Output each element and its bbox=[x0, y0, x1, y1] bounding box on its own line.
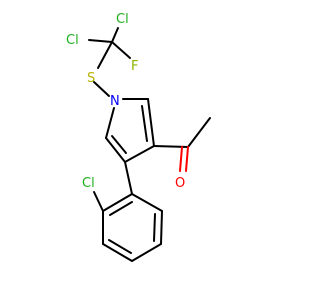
bond-aryl-1 bbox=[131, 193, 163, 212]
structure-canvas: Cl Cl F S N O Cl bbox=[66, 12, 211, 262]
bond-aryl-6-inner bbox=[109, 201, 133, 216]
bond-c5-n bbox=[105, 107, 115, 139]
bond-aryl-6 bbox=[102, 193, 133, 212]
molecule-diagram: Cl Cl F S N O Cl bbox=[66, 12, 211, 262]
bond-c-o bbox=[185, 146, 189, 172]
bond-s-n bbox=[93, 81, 110, 97]
bond-c4-aryl bbox=[124, 161, 133, 195]
atom-s: S bbox=[87, 71, 95, 86]
bond-c-f bbox=[111, 41, 131, 59]
bond-c-cl-top bbox=[111, 27, 119, 43]
bond-c4-c5 bbox=[105, 137, 126, 163]
bond-c2-c3 bbox=[147, 98, 155, 147]
bond-c-s bbox=[97, 41, 113, 69]
bond-c-cl-left bbox=[88, 39, 113, 43]
atom-cl-left: Cl bbox=[66, 33, 79, 48]
bond-c-o-inner bbox=[179, 146, 183, 172]
bonds bbox=[88, 27, 211, 262]
bond-aryl-2 bbox=[160, 210, 163, 245]
bond-c4-c5-inner bbox=[111, 135, 127, 154]
bond-aryl-4-inner bbox=[108, 239, 132, 254]
atom-n: N bbox=[110, 94, 120, 109]
bond-c2-c3-inner bbox=[141, 105, 148, 142]
bond-aryl-4 bbox=[102, 243, 133, 262]
atom-cl-aryl: Cl bbox=[82, 176, 95, 191]
bond-carbonyl-methyl bbox=[187, 117, 211, 148]
bond-aryl-cl bbox=[93, 191, 104, 212]
atom-f: F bbox=[131, 59, 138, 74]
bond-aryl-2-inner bbox=[153, 213, 156, 242]
atom-labels: Cl Cl F S N O Cl bbox=[66, 12, 185, 191]
carbonyl-bond bbox=[179, 146, 189, 172]
bond-aryl-3 bbox=[131, 243, 162, 262]
bond-c3-c4 bbox=[124, 145, 155, 163]
atom-cl-top: Cl bbox=[116, 12, 129, 27]
atom-o: O bbox=[175, 176, 185, 191]
